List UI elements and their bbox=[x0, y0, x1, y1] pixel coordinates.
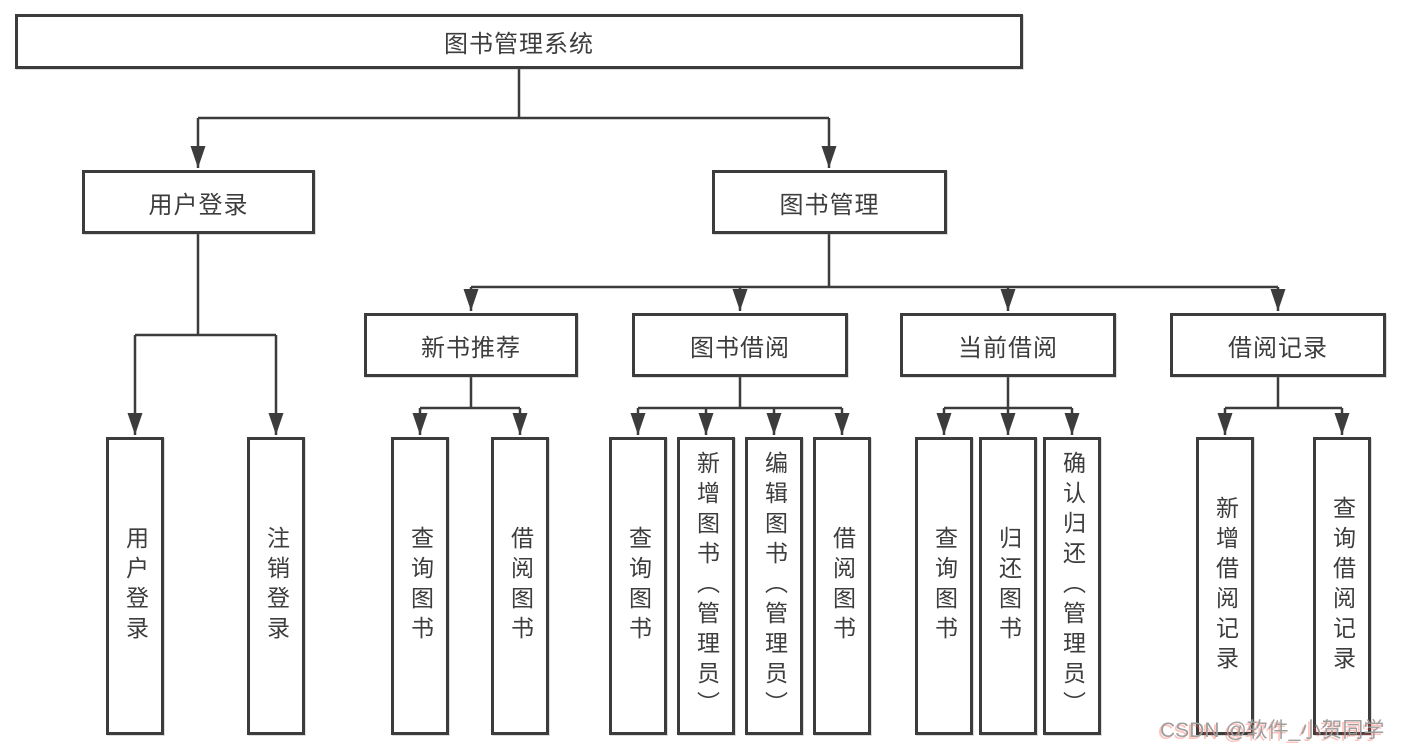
leaf-query-books: 查询图书 bbox=[609, 437, 667, 735]
leaf-add-borrow-record: 新增借阅记录 bbox=[1196, 437, 1254, 735]
csdn-watermark: CSDN @软件_小贺同学 bbox=[1160, 719, 1385, 742]
leaf-add-books-admin: 新增图书（管理员） bbox=[677, 437, 735, 735]
leaf-logout: 注销登录 bbox=[247, 437, 305, 735]
leaf-label: 查询图书 bbox=[931, 526, 958, 646]
node-user-login: 用户登录 bbox=[82, 170, 315, 234]
leaf-label: 查询图书 bbox=[625, 526, 652, 646]
leaf-query-books: 查询图书 bbox=[391, 437, 449, 735]
leaf-borrow-books: 借阅图书 bbox=[491, 437, 549, 735]
node-new-book-recommend: 新书推荐 bbox=[364, 313, 578, 377]
leaf-return-books: 归还图书 bbox=[979, 437, 1037, 735]
node-book-management: 图书管理 bbox=[712, 170, 947, 234]
leaf-edit-books-admin: 编辑图书（管理员） bbox=[745, 437, 803, 735]
leaf-label: 借阅图书 bbox=[829, 526, 856, 646]
leaf-confirm-return-admin: 确认归还（管理员） bbox=[1043, 437, 1101, 735]
leaf-label: 新增借阅记录 bbox=[1212, 496, 1239, 676]
leaf-label: 查询图书 bbox=[407, 526, 434, 646]
node-library-management-system: 图书管理系统 bbox=[15, 14, 1023, 69]
leaf-label: 查询借阅记录 bbox=[1329, 496, 1356, 676]
leaf-label: 编辑图书（管理员） bbox=[761, 451, 788, 721]
leaf-label: 借阅图书 bbox=[507, 526, 534, 646]
leaf-label: 归还图书 bbox=[995, 526, 1022, 646]
leaf-label: 确认归还（管理员） bbox=[1059, 451, 1086, 721]
node-borrowing-records: 借阅记录 bbox=[1170, 313, 1386, 377]
leaf-query-books: 查询图书 bbox=[915, 437, 973, 735]
node-book-borrowing: 图书借阅 bbox=[632, 313, 848, 377]
leaf-label: 新增图书（管理员） bbox=[693, 451, 720, 721]
leaf-query-borrow-record: 查询借阅记录 bbox=[1313, 437, 1371, 735]
leaf-user-login: 用户登录 bbox=[106, 437, 164, 735]
leaf-label: 用户登录 bbox=[122, 526, 149, 646]
leaf-label: 注销登录 bbox=[263, 526, 290, 646]
node-current-borrowing: 当前借阅 bbox=[900, 313, 1116, 377]
leaf-borrow-books: 借阅图书 bbox=[813, 437, 871, 735]
